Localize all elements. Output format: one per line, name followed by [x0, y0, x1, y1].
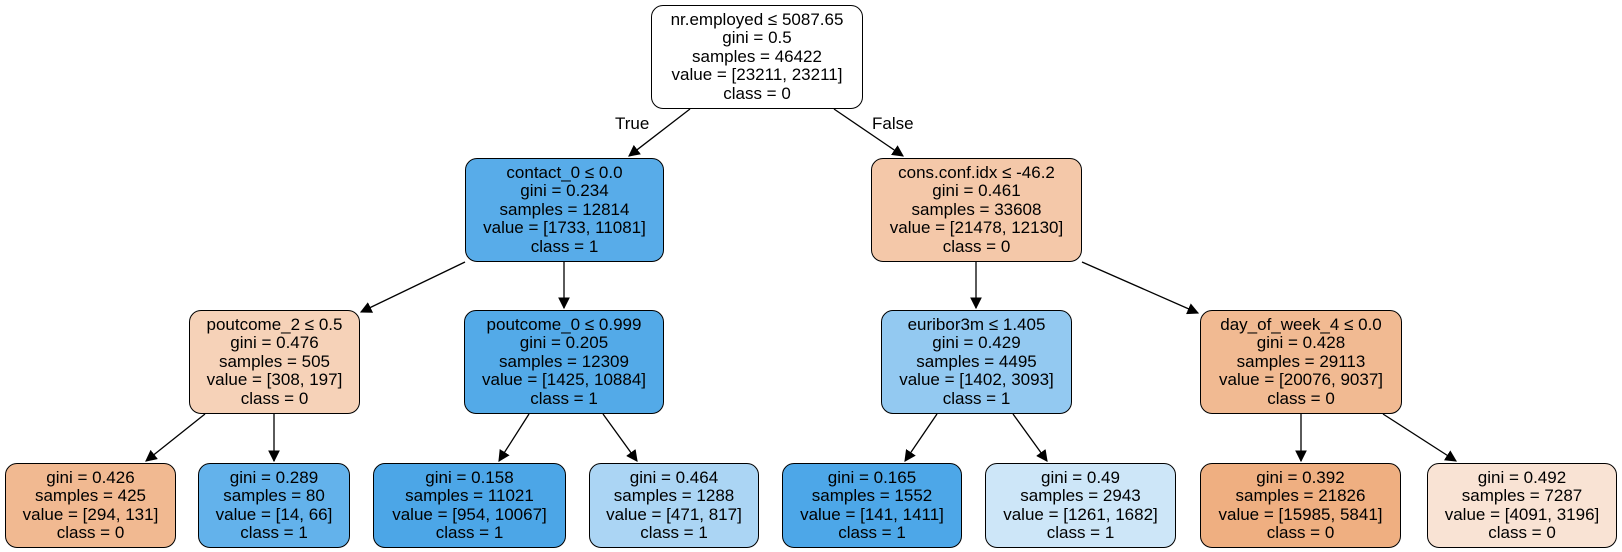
node-text-line: gini = 0.158	[425, 467, 514, 487]
node-text-line: value = [15985, 5841]	[1218, 504, 1383, 524]
edge-n1-n3	[359, 261, 466, 313]
node-text-line: value = [1425, 10884]	[482, 370, 646, 390]
node-text-line: samples = 80	[223, 486, 325, 505]
node-text-line: gini = 0.461	[932, 181, 1021, 201]
edge-label-true: True	[615, 114, 650, 133]
edge-n0-n1	[628, 108, 691, 157]
node-text-line: value = [1261, 1682]	[1003, 504, 1158, 524]
node-text-line: value = [1733, 11081]	[483, 218, 646, 238]
edge-n5-n11	[904, 413, 938, 462]
node-text-line: value = [141, 1411]	[800, 504, 944, 524]
node-text-line: contact_0 ≤ 0.0	[506, 162, 623, 182]
node-text-line: gini = 0.392	[1256, 467, 1345, 487]
node-text-line: samples = 29113	[1236, 351, 1366, 371]
node-text-line: class = 1	[640, 523, 708, 542]
node-text-line: samples = 21826	[1235, 486, 1366, 505]
node-text-line: gini = 0.464	[629, 467, 719, 487]
edge-n0-n2	[833, 108, 904, 157]
node-text-line: class = 0	[1488, 523, 1556, 542]
node-text-line: nr.employed ≤ 5087.65	[670, 9, 844, 29]
edge-n3-n7	[145, 413, 206, 462]
node-text-line: samples = 425	[34, 486, 147, 505]
node-text-line: class = 1	[240, 523, 308, 542]
node-text-line: gini = 0.165	[827, 467, 917, 487]
node-text-line: class = 0	[240, 388, 309, 408]
node-text-line: samples = 46422	[692, 46, 822, 66]
node-text-line: class = 1	[530, 388, 598, 408]
node-text-line: samples = 1552	[811, 486, 933, 505]
edge-n4-n9	[498, 413, 530, 462]
node-text-line: poutcome_2 ≤ 0.5	[206, 314, 343, 334]
node-text-line: samples = 505	[218, 351, 331, 371]
node-text-line: class = 1	[435, 523, 504, 542]
edge-label-false: False	[872, 114, 914, 133]
node-text-line: value = [23211, 23211]	[671, 65, 843, 85]
node-text-line: value = [308, 197]	[206, 370, 343, 390]
node-text-line: value = [4091, 3196]	[1444, 504, 1600, 524]
node-text-line: gini = 0.426	[46, 467, 135, 487]
node-text-line: value = [20076, 9037]	[1219, 370, 1383, 390]
node-text-line: value = [294, 131]	[22, 504, 159, 524]
node-text-line: class = 1	[1046, 523, 1115, 542]
edge-n4-n10	[602, 413, 638, 462]
node-text-line: samples = 2943	[1020, 486, 1141, 505]
node-text-line: class = 0	[1267, 388, 1335, 408]
node-text-line: class = 0	[942, 236, 1011, 256]
node-text-line: gini = 0.492	[1477, 467, 1567, 487]
node-text-line: class = 1	[942, 388, 1011, 408]
node-text-line: value = [471, 817]	[606, 504, 742, 524]
node-text-line: euribor3m ≤ 1.405	[907, 314, 1046, 334]
node-text-line: samples = 7287	[1461, 486, 1583, 505]
node-text-line: class = 1	[838, 523, 906, 542]
node-text-line: gini = 0.429	[932, 333, 1021, 353]
node-text-line: day_of_week_4 ≤ 0.0	[1220, 314, 1382, 334]
node-text-line: poutcome_0 ≤ 0.999	[486, 314, 642, 334]
node-text-line: gini = 0.289	[229, 467, 319, 487]
node-text-line: cons.conf.idx ≤ -46.2	[898, 162, 1055, 182]
node-text-line: class = 0	[723, 83, 791, 103]
node-text-line: gini = 0.205	[519, 333, 609, 353]
node-text-line: gini = 0.5	[722, 28, 792, 48]
edge-n5-n12	[1012, 413, 1048, 462]
node-text-line: gini = 0.476	[230, 333, 319, 353]
node-text-line: class = 0	[56, 523, 125, 542]
node-text-line: samples = 12814	[499, 199, 630, 219]
node-text-line: class = 1	[530, 236, 599, 256]
node-text-line: samples = 4495	[916, 351, 1037, 371]
node-text-line: samples = 1288	[613, 486, 735, 505]
node-text-line: value = [1402, 3093]	[899, 370, 1054, 390]
edge-n2-n6	[1081, 261, 1200, 315]
node-text-line: samples = 12309	[499, 351, 629, 371]
node-text-line: samples = 33608	[911, 199, 1042, 219]
node-text-line: class = 0	[1266, 523, 1335, 542]
node-text-line: value = [14, 66]	[215, 504, 333, 524]
node-text-line: value = [21478, 12130]	[889, 218, 1064, 238]
node-text-line: samples = 11021	[405, 486, 534, 505]
node-text-line: gini = 0.234	[520, 181, 609, 201]
node-text-line: gini = 0.428	[1256, 333, 1346, 353]
node-text-line: value = [954, 10067]	[392, 504, 547, 524]
edge-n6-n14	[1382, 413, 1457, 462]
node-text-line: gini = 0.49	[1041, 467, 1120, 487]
